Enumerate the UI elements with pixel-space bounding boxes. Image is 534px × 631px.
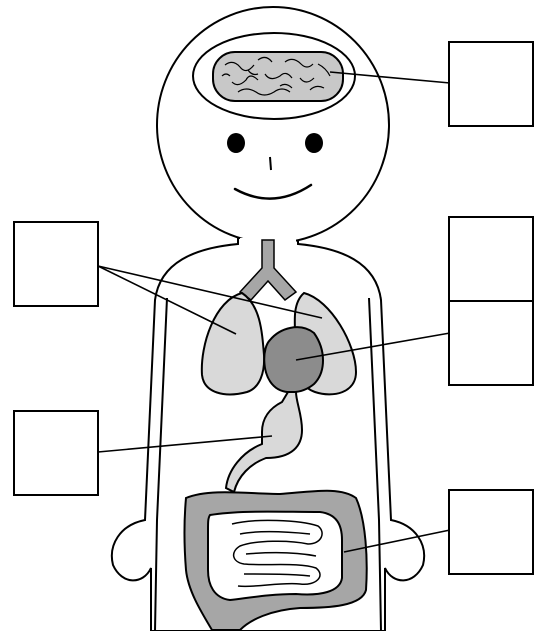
left-eye bbox=[227, 133, 245, 153]
nose bbox=[270, 157, 271, 170]
label-box-trachea[interactable] bbox=[449, 217, 533, 301]
label-box-heart[interactable] bbox=[449, 301, 533, 385]
right-eye bbox=[305, 133, 323, 153]
brain bbox=[193, 33, 355, 119]
label-box-brain[interactable] bbox=[449, 42, 533, 126]
label-box-stomach[interactable] bbox=[14, 411, 98, 495]
label-box-lungs[interactable] bbox=[14, 222, 98, 306]
label-box-intestines[interactable] bbox=[449, 490, 533, 574]
heart bbox=[264, 327, 323, 392]
